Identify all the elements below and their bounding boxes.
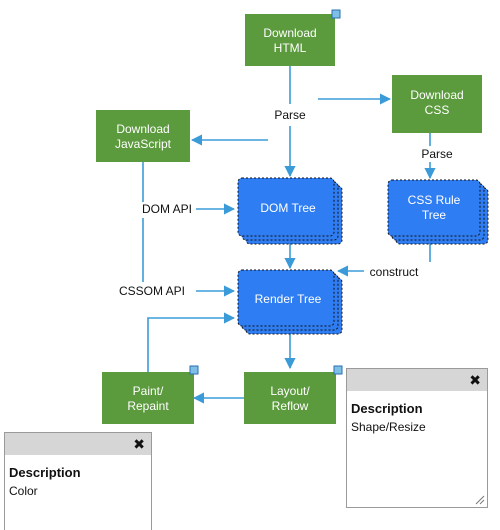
label-parse-html: Parse	[274, 108, 306, 122]
panel-text: Shape/Resize	[351, 420, 426, 434]
node-dom-tree-label: DOM Tree	[260, 201, 316, 215]
close-icon[interactable]: ✖	[469, 372, 481, 388]
description-panel-layout: ✖ Description Shape/Resize	[346, 368, 488, 508]
node-paint-line2: Repaint	[127, 399, 169, 413]
node-download-html-line1: Download	[263, 26, 316, 40]
node-download-html[interactable]: Download HTML	[245, 9, 341, 66]
panel-header: ✖	[347, 369, 487, 391]
node-css-rule-tree-line1: CSS Rule	[408, 193, 461, 207]
node-download-html-line2: HTML	[274, 41, 307, 55]
node-download-css-line2: CSS	[425, 103, 450, 117]
resize-grip-icon[interactable]	[475, 495, 485, 505]
node-download-javascript-line2: JavaScript	[115, 137, 172, 151]
node-render-tree[interactable]: Render Tree	[237, 269, 343, 335]
label-construct: construct	[370, 265, 419, 279]
node-paint-repaint[interactable]: Paint/ Repaint	[102, 365, 199, 424]
node-dom-tree[interactable]: DOM Tree	[237, 177, 343, 245]
node-download-javascript[interactable]: Download JavaScript	[96, 110, 190, 162]
label-cssom-api: CSSOM API	[119, 284, 185, 298]
description-panel-paint: ✖ Description Color	[4, 432, 152, 530]
close-icon[interactable]: ✖	[133, 436, 145, 452]
node-layout-reflow[interactable]: Layout/ Reflow	[244, 365, 343, 424]
node-download-javascript-line1: Download	[116, 122, 169, 136]
node-layout-line1: Layout/	[270, 384, 310, 398]
node-layout-line2: Reflow	[272, 399, 309, 413]
panel-title: Description	[9, 465, 81, 480]
node-css-rule-tree-line2: Tree	[422, 208, 447, 222]
panel-title: Description	[351, 401, 423, 416]
panel-text: Color	[9, 484, 38, 498]
edge-paint-to-render	[147, 312, 236, 372]
node-css-rule-tree[interactable]: CSS Rule Tree	[387, 179, 489, 245]
node-download-css-line1: Download	[410, 88, 463, 102]
node-paint-line1: Paint/	[133, 384, 164, 398]
label-parse-css: Parse	[421, 147, 453, 161]
panel-header: ✖	[5, 433, 151, 455]
node-render-tree-label: Render Tree	[255, 292, 322, 306]
label-dom-api: DOM API	[142, 202, 192, 216]
node-download-css[interactable]: Download CSS	[392, 75, 482, 133]
